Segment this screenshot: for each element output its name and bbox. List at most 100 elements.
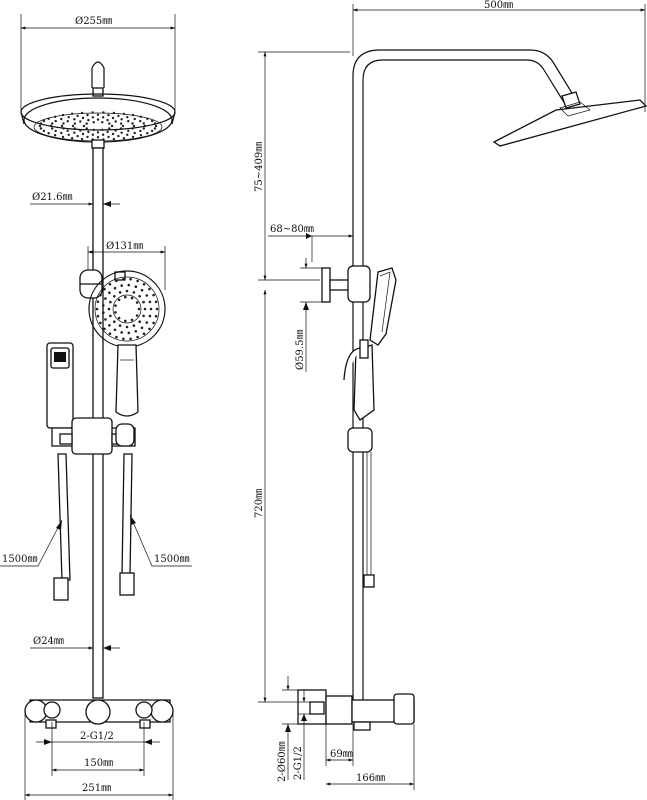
side-mixer-valve: [297, 689, 415, 731]
rain-nozzle: [96, 118, 100, 121]
rain-nozzle: [146, 132, 149, 135]
hand-nozzle: [120, 331, 123, 334]
rain-nozzle: [133, 117, 136, 121]
hand-nozzle: [140, 288, 144, 292]
rain-nozzle: [139, 115, 143, 119]
side-wall-bracket: [321, 265, 371, 303]
rain-nozzle: [110, 124, 114, 128]
rain-nozzle: [67, 116, 70, 119]
hand-nozzle: [113, 328, 117, 332]
side-hand-shower: [343, 267, 397, 421]
rain-nozzle: [61, 113, 65, 117]
rain-nozzle: [146, 117, 149, 121]
hand-nozzle: [102, 311, 105, 314]
side-slide-bracket: [347, 427, 373, 453]
dim-inlet-depth: 69㎜: [325, 724, 354, 766]
hand-nozzle: [122, 277, 125, 281]
hand-nozzle: [95, 307, 99, 311]
rain-nozzle: [80, 111, 84, 115]
rain-nozzle: [132, 124, 136, 128]
rain-nozzle: [49, 124, 53, 128]
rain-nozzle: [85, 127, 88, 130]
rain-nozzle: [112, 137, 116, 141]
rain-nozzle: [119, 127, 123, 130]
hand-nozzle: [134, 285, 138, 289]
rain-nozzle: [47, 117, 50, 121]
hand-nozzle: [103, 327, 106, 331]
rain-nozzle: [53, 134, 57, 137]
rain-nozzle: [108, 122, 111, 125]
rain-nozzle: [82, 124, 86, 128]
side-view: 500㎜ 75~409㎜ 68~80㎜: [254, 0, 647, 790]
hose-right-label: 1500㎜: [154, 554, 189, 565]
height-range-label: 75~409㎜: [254, 142, 265, 192]
rain-nozzle: [112, 111, 116, 115]
dim-escutcheon: 2-Ø60㎜: [277, 676, 300, 782]
hand-nozzle: [117, 316, 121, 320]
hand-nozzle: [122, 337, 125, 341]
rain-nozzle: [60, 117, 63, 121]
hand-nozzle: [114, 311, 117, 314]
rain-nozzle: [143, 124, 147, 128]
hand-shower-front: [88, 270, 166, 417]
rain-nozzle: [71, 124, 75, 128]
hand-nozzle: [137, 307, 141, 311]
dim-head-diameter: Ø255㎜: [20, 14, 176, 112]
rain-nozzle: [101, 121, 104, 124]
hand-nozzle: [148, 327, 151, 331]
hand-nozzle: [117, 298, 121, 302]
rain-nozzle: [142, 122, 145, 125]
rain-nozzle: [119, 122, 123, 125]
rain-nozzle: [60, 131, 63, 135]
rail-height-label: 720㎜: [254, 489, 265, 518]
rain-nozzle: [101, 128, 104, 131]
rain-nozzle: [76, 114, 79, 118]
hand-nozzle: [125, 289, 129, 293]
rain-nozzle: [117, 134, 120, 138]
rain-nozzle: [107, 113, 110, 117]
rain-nozzle: [96, 136, 100, 139]
rain-nozzle: [153, 122, 157, 125]
hand-nozzle: [114, 304, 117, 307]
hand-nozzle: [104, 318, 107, 321]
rain-nozzle: [142, 127, 145, 130]
rain-nozzle: [126, 133, 129, 136]
rain-nozzle: [53, 115, 57, 119]
hand-nozzle: [109, 314, 112, 318]
dim-inlet-side: 2-G1/2: [293, 690, 312, 780]
hand-nozzle: [154, 314, 158, 318]
rain-nozzle: [92, 128, 95, 131]
hand-nozzle: [96, 300, 100, 304]
rain-nozzle: [39, 127, 43, 130]
hand-nozzle: [104, 297, 107, 300]
rain-nozzle: [131, 113, 135, 117]
rain-nozzle: [131, 122, 134, 125]
inlet-side-label: 2-G1/2: [293, 746, 304, 780]
rain-nozzle: [73, 131, 76, 134]
rain-nozzle: [39, 122, 43, 125]
rain-nozzle: [121, 124, 125, 128]
hand-nozzle: [142, 332, 146, 336]
rain-nozzle: [87, 118, 90, 122]
front-view: Ø255㎜ Ø21.6㎜ Ø131㎜: [0, 14, 192, 800]
rain-nozzle: [38, 124, 42, 128]
rain-nozzle: [101, 116, 105, 119]
rain-nozzle: [66, 120, 69, 123]
rain-nozzle: [67, 133, 70, 136]
hand-nozzle: [118, 324, 122, 327]
dim-flange: Ø59.5㎜: [295, 258, 330, 372]
valve-width-label: 251㎜: [82, 783, 111, 794]
escutcheon-label: 2-Ø60㎜: [277, 741, 288, 782]
rain-nozzle: [62, 122, 65, 125]
rain-nozzle: [85, 122, 88, 125]
hand-nozzle: [135, 301, 139, 304]
front-mixer-valve: [24, 699, 174, 729]
rain-nozzle: [62, 127, 65, 130]
dim-hose-left: 1500㎜: [0, 519, 63, 567]
hand-diameter-label: Ø131㎜: [106, 241, 143, 252]
hand-nozzle: [109, 300, 112, 304]
hand-nozzle: [113, 295, 116, 298]
rain-nozzle: [47, 132, 50, 135]
dim-valve-depth: 166㎜: [325, 724, 415, 790]
hand-nozzle: [142, 283, 146, 286]
